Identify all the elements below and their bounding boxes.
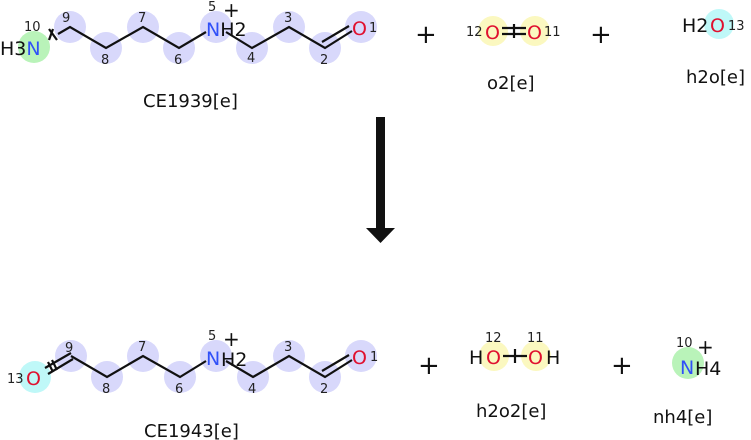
atom-text: 4 xyxy=(247,51,255,66)
bond-line xyxy=(47,361,54,373)
charge-sign: + xyxy=(223,327,240,351)
bond-line xyxy=(376,117,385,229)
bond-line xyxy=(321,25,350,43)
atom-highlight xyxy=(479,341,509,371)
bond-line xyxy=(225,354,353,379)
atom-highlight xyxy=(200,11,232,43)
atom-text: O xyxy=(710,15,725,37)
atom-text: 11 xyxy=(527,331,544,346)
plus-sign: + xyxy=(418,351,440,381)
group-nh2: NH2 xyxy=(206,19,247,41)
atom-highlight xyxy=(520,16,550,46)
charge-sign: + xyxy=(223,0,240,22)
atom-text: 6 xyxy=(174,53,182,68)
atom-text: 3 xyxy=(284,340,292,355)
molecule-o2: 12 O O 11 o2[e] xyxy=(466,16,561,94)
plus-sign: + xyxy=(611,351,633,381)
group-h3n: H3N xyxy=(0,38,41,60)
atom-text: 9 xyxy=(65,341,73,356)
atom-text: 8 xyxy=(102,382,110,397)
atom-text: 11 xyxy=(544,25,561,40)
atom-text: 6 xyxy=(175,382,183,397)
molecule-label: CE1939[e] xyxy=(143,91,238,112)
bond-line xyxy=(321,354,350,372)
atom-text: O xyxy=(528,347,543,369)
atom-text: H4 xyxy=(695,358,721,380)
atom-text: 1 xyxy=(369,21,377,36)
molecule-ce1939: H3N 10 9 8 7 6 5 NH2 + 4 3 2 O 1 CE1939[… xyxy=(0,0,377,112)
atom-text: N xyxy=(206,348,220,370)
molecule-label: h2o2[e] xyxy=(476,401,546,422)
atom-text: 7 xyxy=(138,340,146,355)
molecule-h2o: H2 O 13 h2o[e] xyxy=(682,9,745,88)
atom-highlight xyxy=(19,361,51,393)
bond-line xyxy=(70,354,207,379)
atom-text: H2 xyxy=(221,349,247,371)
atom-text: 5 xyxy=(208,329,216,344)
atom-highlight xyxy=(521,341,551,371)
bond-line xyxy=(57,25,207,50)
bond-line xyxy=(51,359,58,371)
atom-text: H xyxy=(469,347,483,369)
atom-text: 13 xyxy=(728,19,745,34)
atom-highlight xyxy=(345,340,377,372)
bond-line xyxy=(366,228,395,243)
atom-text: 1 xyxy=(370,350,378,365)
atom-text: O xyxy=(485,22,500,44)
atom-text: 5 xyxy=(208,0,216,15)
molecule-label: o2[e] xyxy=(487,73,535,94)
molecule-h2o2: 12 11 H O O H h2o2[e] xyxy=(469,331,560,422)
plus-sign: + xyxy=(415,20,437,50)
atom-highlight xyxy=(672,347,704,379)
atom-text: N xyxy=(680,357,694,379)
atom-text: O xyxy=(26,368,41,390)
bond-line xyxy=(47,28,55,41)
atom-highlight xyxy=(478,16,508,46)
plus-sign: + xyxy=(590,20,612,50)
atom-text: 13 xyxy=(7,372,24,387)
atom-text: 2 xyxy=(320,53,328,68)
atom-text: 4 xyxy=(248,382,256,397)
atom-text: 10 xyxy=(676,336,693,351)
broken-bond-mark xyxy=(48,28,58,41)
atom-text: H xyxy=(546,347,560,369)
atom-text: 10 xyxy=(24,20,41,35)
reaction-arrow xyxy=(366,117,395,243)
molecule-label: h2o[e] xyxy=(686,67,745,88)
atom-text: O xyxy=(352,347,367,369)
atom-highlight xyxy=(200,340,232,372)
atom-text: O xyxy=(352,18,367,40)
atom-text: 2 xyxy=(320,382,328,397)
atom-text: 12 xyxy=(485,331,502,346)
molecule-ce1943: 13 O 9 8 7 6 5 N H2 + 4 3 2 O 1 CE1943[e… xyxy=(7,327,378,440)
atom-text: O xyxy=(527,22,542,44)
atom-highlight-n10 xyxy=(18,31,50,63)
charge-sign: + xyxy=(697,335,714,359)
atom-text: 3 xyxy=(284,11,292,26)
bond-line xyxy=(225,25,353,50)
atom-highlight xyxy=(345,11,377,43)
atom-text: 8 xyxy=(101,53,109,68)
molecule-label: CE1943[e] xyxy=(144,421,239,440)
atom-highlight xyxy=(704,9,734,39)
atom-text: 12 xyxy=(466,25,483,40)
atom-text: 7 xyxy=(138,11,146,26)
molecule-label: nh4[e] xyxy=(653,407,712,428)
atom-text: H2 xyxy=(682,15,708,37)
atom-text: 9 xyxy=(62,11,70,26)
atom-text: O xyxy=(486,347,501,369)
molecule-nh4: 10 N H4 + nh4[e] xyxy=(653,335,721,428)
